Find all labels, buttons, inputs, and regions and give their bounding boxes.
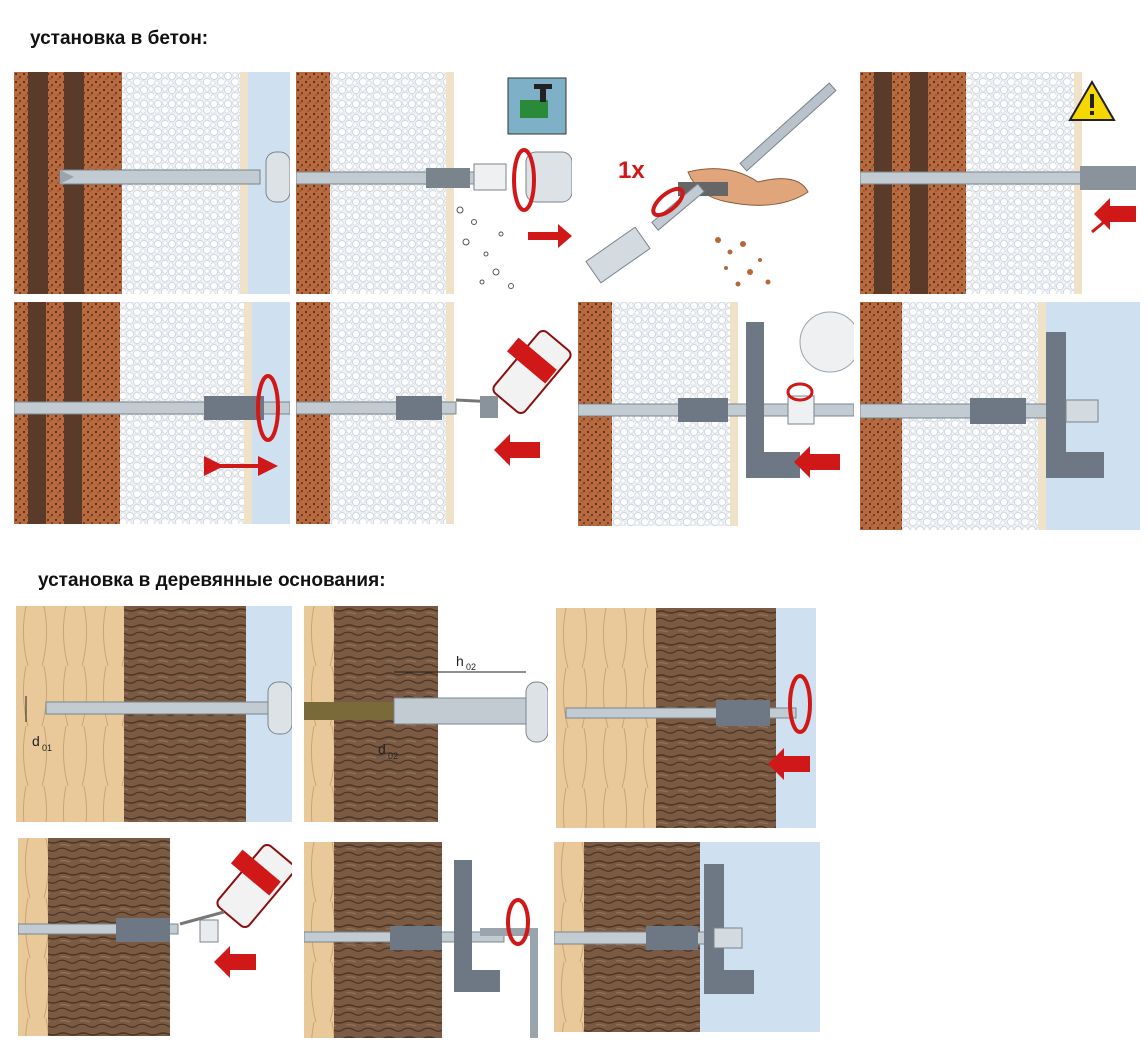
- d02-label: d: [378, 741, 386, 757]
- wood-step-sealing: [18, 838, 292, 1036]
- wood-step-setting: [556, 608, 816, 828]
- d01-subscript: 01: [42, 743, 52, 753]
- wood-step-counterboring: h 02 d 02: [304, 606, 548, 822]
- wood-step-drilling: d 01: [16, 606, 292, 822]
- once-label: 1x: [618, 157, 645, 184]
- section-title-wood: установка в деревянные основания:: [38, 570, 386, 591]
- d01-label: d: [32, 733, 40, 749]
- concrete-step-mounting-bracket: [578, 302, 854, 526]
- hammer-drill-icon: [507, 77, 567, 135]
- section-title-concrete: установка в бетон:: [30, 28, 209, 49]
- concrete-step-setting: [296, 72, 572, 294]
- concrete-step-drilling: [14, 72, 290, 294]
- concrete-step-sealing: [296, 302, 572, 524]
- h02-subscript: 02: [466, 662, 476, 672]
- glue-cartridge-icon: [455, 329, 572, 415]
- wood-step-finished: [554, 842, 820, 1032]
- wood-step-mounting-bracket: [304, 842, 544, 1038]
- concrete-step-inserting: [860, 72, 1136, 294]
- concrete-step-cleaning: 1x: [578, 72, 854, 294]
- concrete-step-finished: [860, 302, 1140, 530]
- warning-icon: [1068, 80, 1116, 121]
- d02-subscript: 02: [388, 751, 398, 761]
- h02-label: h: [456, 653, 464, 669]
- concrete-step-screwing: [14, 302, 290, 524]
